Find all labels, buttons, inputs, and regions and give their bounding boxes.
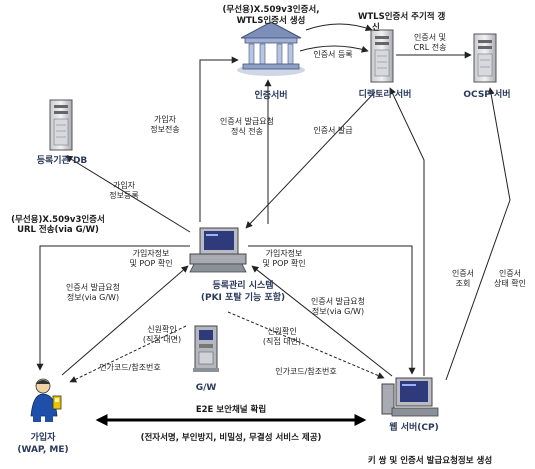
edge-cert-issue: 인증서 발급 <box>313 125 352 135</box>
edge-identity-right-1: 신원확인 <box>267 326 296 336</box>
edge-status-2: 상태 확인 <box>494 278 526 288</box>
edge-cert-req-left-2: 정보(via G/W) <box>67 292 119 302</box>
edge-cert-req-right-1: 인증서 발급요청 <box>311 296 365 306</box>
node-subscriber-label-1: 가입자 <box>31 431 57 443</box>
edge-lookup-1: 인증서 <box>452 268 474 278</box>
node-subscriber-label-2: (WAP, ME) <box>17 445 68 455</box>
arrow-wtls-renewal <box>305 23 373 32</box>
server-rack-icon <box>49 99 73 151</box>
node-directory-label: 디렉토리 서버 <box>359 88 412 100</box>
edge-wtls-2: 신 <box>372 22 380 33</box>
arrow-cert-lookup <box>389 87 425 376</box>
bank-building-icon <box>237 21 305 76</box>
node-web-label: 웹 서버(CP) <box>389 421 438 433</box>
edge-web-ra-1: 가입자정보 <box>266 248 303 258</box>
edge-cert-req-right-2: 정보(via G/W) <box>312 306 364 316</box>
person-mobile-icon <box>30 378 62 422</box>
edge-dir-ocsp-1: 인증서 및 <box>414 32 446 42</box>
edge-status-1: 인증서 <box>499 268 521 278</box>
edge-auth-left: 인가코드/참조번호 <box>99 362 161 372</box>
workstation-icon <box>381 377 439 417</box>
node-ca-label: 인증서버 <box>254 89 287 101</box>
server-rack-icon <box>370 29 394 83</box>
arrow-ra-to-subscriber <box>36 245 190 371</box>
atm-gateway-icon <box>193 325 219 372</box>
edge-cert-req-left-1: 인증서 발급요청 <box>66 282 120 292</box>
edge-key-pair: 키 쌍 및 인증서 발급요청정보 생성 <box>368 455 492 466</box>
arrow-identity-left <box>69 325 187 383</box>
edge-identity-right-2: (직접 대면) <box>263 336 301 346</box>
edge-ra-req-2: 정식 전송 <box>231 126 263 136</box>
edge-ca-note-1: (무선용)X.509v3인증서, <box>223 4 320 15</box>
edge-sub-ra-2: 및 POP 확인 <box>129 258 172 268</box>
arrow-ra-to-db <box>65 155 191 233</box>
arrow-ca-to-directory <box>299 45 369 53</box>
node-ra-label-1: 등록관리 시스템 <box>212 279 273 291</box>
arrow-web-to-ra <box>251 265 393 377</box>
edge-auth-right: 인가코드/참조번호 <box>275 366 337 376</box>
arrow-ra-to-web <box>248 245 416 375</box>
arrow-cert-issue <box>245 91 376 229</box>
edge-e2e-1: E2E 보안채널 확립 <box>196 404 266 415</box>
edge-identity-left-2: (직접 대면) <box>143 334 181 344</box>
edge-wtls-1: WTLS인증서 주기적 갱 <box>358 11 446 22</box>
edge-ca-note-2: WTLS인증서 생성 <box>237 15 306 26</box>
node-regdb-label: 등록기관 DB <box>37 154 88 166</box>
arrow-subscriber-to-ra <box>61 265 189 376</box>
server-rack-icon <box>473 33 497 83</box>
edge-lookup-2: 조회 <box>456 279 471 288</box>
edge-ra-ca-2: 정보전송 <box>150 124 179 134</box>
edge-sub-ra-1: 가입자정보 <box>133 248 170 258</box>
arrow-identity-right <box>227 311 385 379</box>
edge-ra-db-1: 가입자 <box>113 181 136 190</box>
arrow-cert-status <box>445 87 511 381</box>
computer-terminal-icon <box>189 227 247 273</box>
edge-identity-left-1: 신원확인 <box>147 324 176 334</box>
arrow-ra-to-ca <box>199 56 239 222</box>
edge-ca-to-dir: 인증서 등록 <box>313 49 352 59</box>
edge-url-1: (무선용)X.509v3인증서 <box>11 214 105 225</box>
edge-e2e-2: (전자서명, 부인방지, 비밀성, 무결성 서비스 제공) <box>141 432 322 443</box>
edge-ra-req-1: 인증서 발급요청 <box>220 116 274 126</box>
node-ra-label-2: (PKI 포탈 기능 포함) <box>201 291 285 303</box>
edge-url-2: URL 전송(via G/W) <box>17 224 99 235</box>
edge-ra-ca-1: 가입자 <box>154 115 177 124</box>
node-ocsp-label: OCSP 서버 <box>463 88 510 100</box>
edge-web-ra-2: 및 POP 확인 <box>262 258 305 268</box>
edge-dir-ocsp-2: CRL 전송 <box>414 42 447 52</box>
node-gw-label: G/W <box>196 383 217 393</box>
edge-ra-db-2: 정보등록 <box>109 190 138 200</box>
